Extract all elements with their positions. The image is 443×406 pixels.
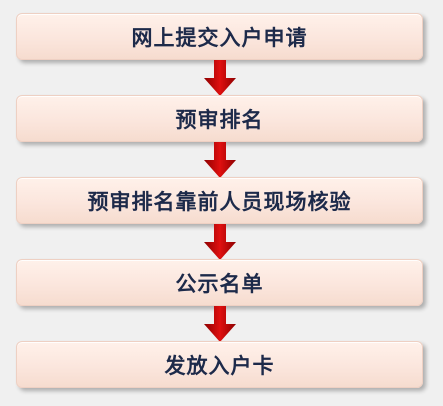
step-issue-residence-card: 发放入户卡 [16, 341, 423, 388]
step-label: 预审排名 [175, 106, 264, 132]
down-arrow-icon [204, 142, 236, 178]
step-label: 预审排名靠前人员现场核验 [87, 188, 352, 214]
step-online-application: 网上提交入户申请 [16, 13, 423, 60]
step-label: 网上提交入户申请 [131, 24, 308, 50]
step-publish-list: 公示名单 [16, 259, 423, 306]
step-pre-review-ranking: 预审排名 [16, 95, 423, 142]
down-arrow-icon [204, 306, 236, 342]
step-label: 发放入户卡 [164, 352, 275, 378]
step-label: 公示名单 [175, 270, 264, 296]
step-onsite-verification: 预审排名靠前人员现场核验 [16, 177, 423, 224]
down-arrow-icon [204, 60, 236, 96]
down-arrow-icon [204, 224, 236, 260]
